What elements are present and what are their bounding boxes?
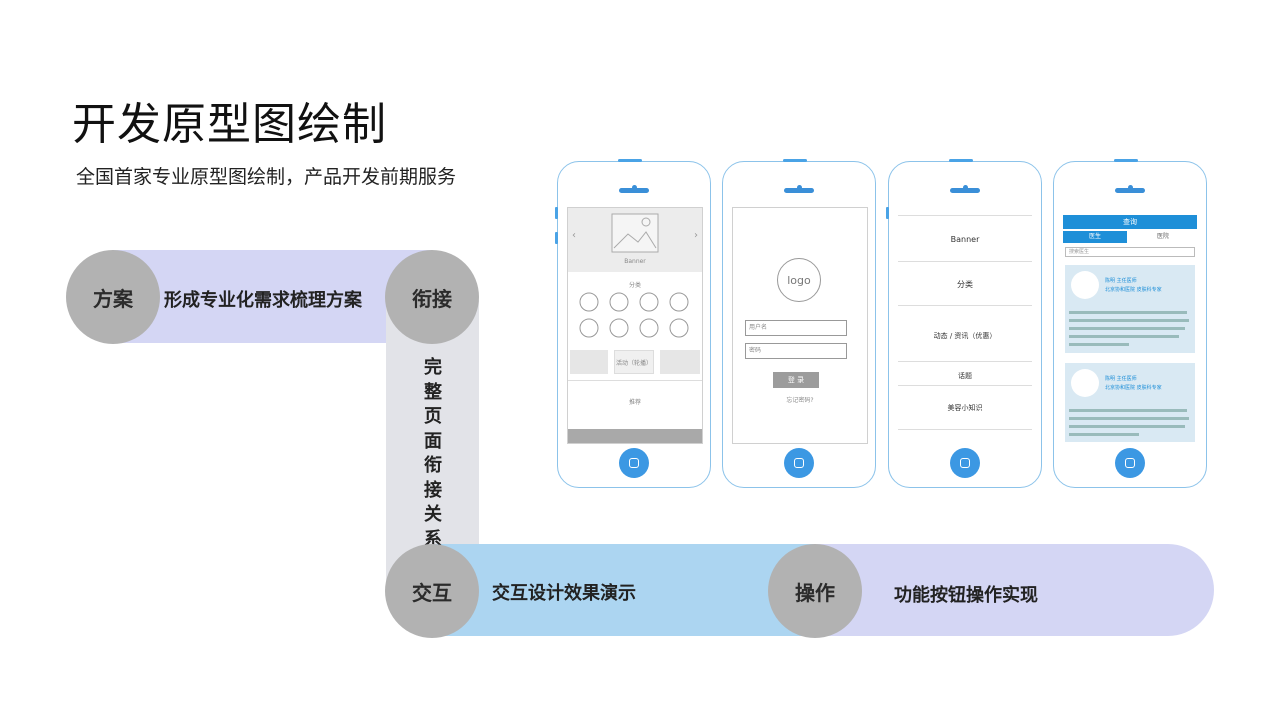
flow-band-connect xyxy=(386,300,479,590)
doctor-dept: 北京协和医院 皮肤科专家 xyxy=(1105,385,1162,391)
logo-placeholder: logo xyxy=(777,258,821,302)
phone-mockup-query: 查询 医生 医院 搜索医生 陈明 主任医师 北京协和医院 皮肤科专家 陈明 主任… xyxy=(1053,159,1207,488)
phone-mockup-content: Banner 分类 动态 / 资讯（优惠） 话题 美容小知识 xyxy=(886,159,1042,488)
phone-screen: 查询 医生 医院 搜索医生 陈明 主任医师 北京协和医院 皮肤科专家 陈明 主任… xyxy=(1063,207,1197,442)
home-button xyxy=(1115,448,1145,478)
home-button xyxy=(784,448,814,478)
password-field: 密码 xyxy=(745,343,847,359)
step3-circle: 交互 xyxy=(385,544,479,638)
svg-text:›: › xyxy=(694,230,698,241)
doctor-name: 陈明 主任医师 xyxy=(1105,278,1137,284)
banner-area: ‹ › Banner xyxy=(568,208,702,272)
page-subtitle: 全国首家专业原型图绘制，产品开发前期服务 xyxy=(76,166,457,188)
home-button xyxy=(950,448,980,478)
banner-label: Banner xyxy=(950,235,980,244)
banner-label: Banner xyxy=(624,258,646,265)
flow-band-operation xyxy=(814,544,1214,636)
avatar xyxy=(1071,369,1099,397)
step3-text: 交互设计效果演示 xyxy=(492,583,636,604)
doctor-dept: 北京协和医院 皮肤科专家 xyxy=(1105,287,1162,293)
login-button: 登 录 xyxy=(773,372,819,388)
phone-screen: Banner 分类 动态 / 资讯（优惠） 话题 美容小知识 xyxy=(898,207,1032,442)
step1-text: 形成专业化需求梳理方案 xyxy=(164,290,362,311)
query-header: 查询 xyxy=(1063,215,1197,229)
step4-text: 功能按钮操作实现 xyxy=(894,585,1038,606)
tab-bar xyxy=(568,429,702,443)
flow-band-plan xyxy=(112,250,432,343)
flow-band-interaction xyxy=(432,544,832,636)
category-label: 分类 xyxy=(957,280,973,289)
search-input: 搜索医生 xyxy=(1065,247,1195,257)
doctor-card: 陈明 主任医师 北京协和医院 皮肤科专家 xyxy=(1065,363,1195,442)
step2-circle: 衔接 xyxy=(385,250,479,344)
tab-hospital: 医院 xyxy=(1129,231,1197,243)
page-title: 开发原型图绘制 xyxy=(72,99,387,150)
step2-text: 完整页面衔接关系 xyxy=(424,357,442,550)
phone-screen: logo 用户名 密码 登 录 忘记密码? xyxy=(732,207,868,444)
username-field: 用户名 xyxy=(745,320,847,336)
beauty-tips-label: 美容小知识 xyxy=(947,404,983,412)
tab-bar xyxy=(898,429,1032,442)
forgot-link: 忘记密码? xyxy=(786,397,814,404)
home-button xyxy=(619,448,649,478)
category-label: 分类 xyxy=(628,282,641,289)
phone-screen: ‹ › Banner 分类 活动（轮播） 推荐 xyxy=(567,207,703,444)
step1-circle: 方案 xyxy=(66,250,160,344)
doctor-card: 陈明 主任医师 北京协和医院 皮肤科专家 xyxy=(1065,265,1195,353)
avatar xyxy=(1071,271,1099,299)
topic-label: 话题 xyxy=(958,372,972,380)
doctor-name: 陈明 主任医师 xyxy=(1105,376,1137,382)
activity-label: 活动（轮播） xyxy=(615,360,652,367)
recommend-label: 推荐 xyxy=(628,399,641,406)
category-icons xyxy=(579,292,689,338)
phone-mockup-home: ‹ › Banner 分类 活动（轮播） 推荐 xyxy=(555,159,711,488)
phone-mockup-login: logo 用户名 密码 登 录 忘记密码? xyxy=(722,159,876,488)
image-placeholder-icon: ‹ › xyxy=(572,213,698,253)
news-label: 动态 / 资讯（优惠） xyxy=(933,332,997,340)
tab-doctor: 医生 xyxy=(1063,231,1127,243)
step4-circle: 操作 xyxy=(768,544,862,638)
svg-text:‹: ‹ xyxy=(572,230,576,241)
